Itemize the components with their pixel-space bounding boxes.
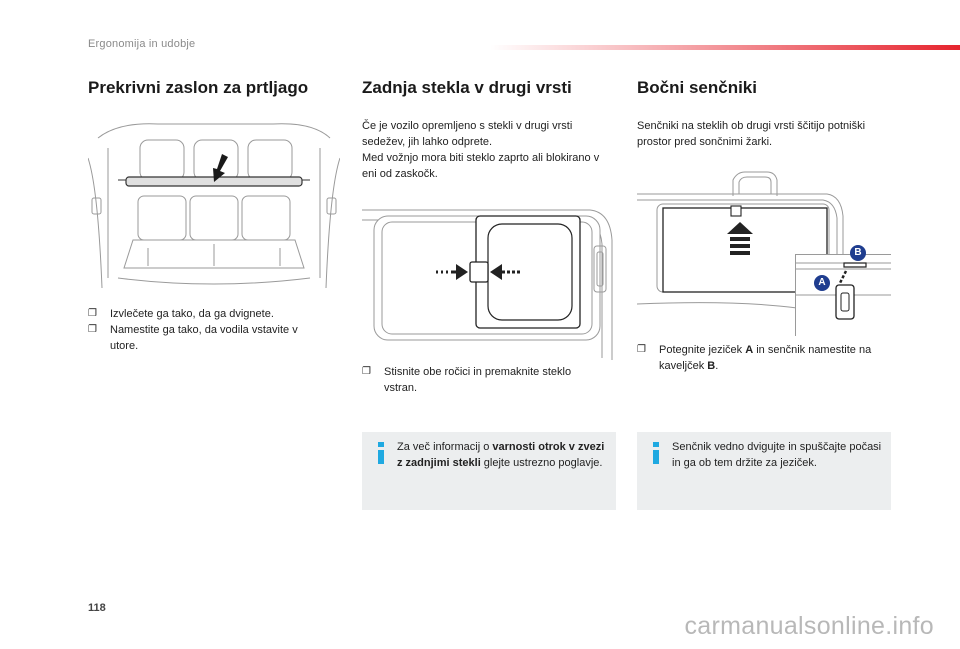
label-b-badge: B xyxy=(850,245,866,261)
blind-handling-info-text: Senčnik vedno dvigujte in spuščajte poča… xyxy=(672,441,882,469)
checkbox-bullet-icon: ❐ xyxy=(637,344,646,355)
side-blinds-steps: ❐Potegnite jeziček A in senčnik namestit… xyxy=(637,342,885,374)
checkbox-bullet-icon: ❐ xyxy=(362,366,371,377)
list-item: ❐Izvlečete ga tako, da ga dvignete. xyxy=(88,308,274,320)
list-item: ❐Stisnite obe ročici in premaknite stekl… xyxy=(362,366,572,394)
rear-windows-intro: Če je vozilo opremljeno s stekli v drugi… xyxy=(362,120,600,180)
side-blind-illustration: B A xyxy=(637,168,891,336)
rear-window-illustration xyxy=(362,200,616,360)
side-blind-detail-inset: B A xyxy=(795,245,891,336)
blind-handling-info-box: Senčnik vedno dvigujte in spuščajte poča… xyxy=(637,432,891,510)
rear-windows-title: Zadnja stekla v drugi vrsti xyxy=(362,78,572,97)
watermark: carmanualsonline.info xyxy=(684,612,934,640)
arrow-up-icon xyxy=(727,222,753,255)
label-a-badge: A xyxy=(814,275,830,291)
child-safety-info-box: Za več informacij o varnosti otrok v zve… xyxy=(362,432,616,510)
arrow-down-icon xyxy=(213,154,228,182)
luggage-cover-illustration xyxy=(88,118,340,288)
rear-windows-steps: ❐Stisnite obe ročici in premaknite stekl… xyxy=(362,364,602,396)
luggage-cover-title: Prekrivni zaslon za prtljago xyxy=(88,78,309,97)
page-number: 118 xyxy=(88,602,106,614)
info-icon xyxy=(374,442,388,464)
section-title: Ergonomija in udobje xyxy=(88,38,196,50)
list-item: ❐Potegnite jeziček A in senčnik namestit… xyxy=(637,344,872,372)
side-blinds-intro: Senčniki na steklih ob drugi vrsti ščiti… xyxy=(637,120,866,148)
list-item: ❐Namestite ga tako, da vodila vstavite v… xyxy=(88,324,298,352)
child-safety-info-text: Za več informacij o varnosti otrok v zve… xyxy=(397,441,605,469)
header-accent-rule xyxy=(490,45,960,50)
checkbox-bullet-icon: ❐ xyxy=(88,308,97,319)
side-blinds-title: Bočni senčniki xyxy=(637,78,757,97)
luggage-cover-steps: ❐Izvlečete ga tako, da ga dvignete. ❐Nam… xyxy=(88,306,328,354)
info-icon xyxy=(649,442,663,464)
checkbox-bullet-icon: ❐ xyxy=(88,324,97,335)
squeeze-handles-arrows-icon xyxy=(436,261,522,283)
